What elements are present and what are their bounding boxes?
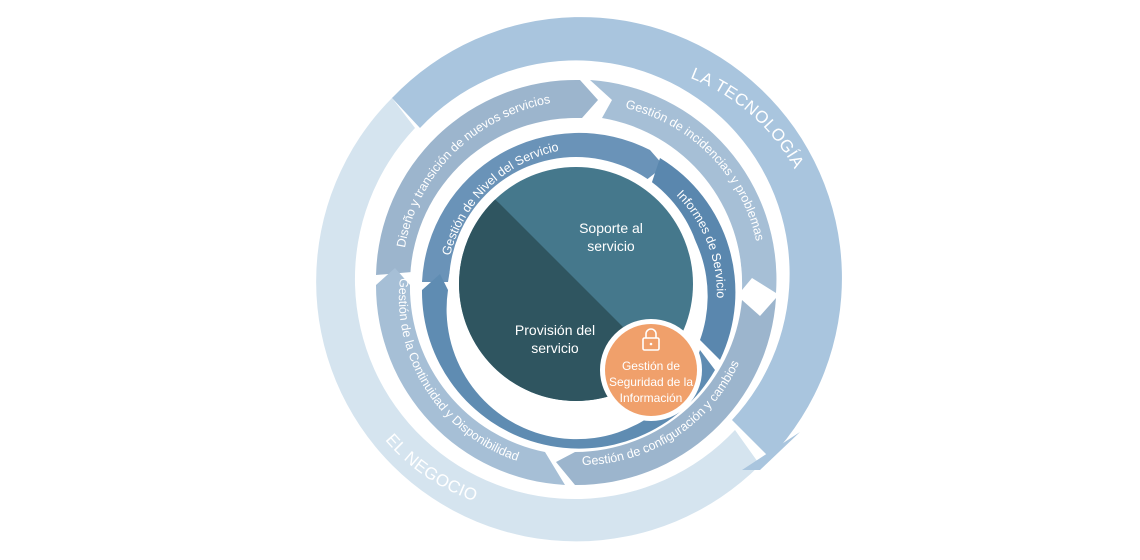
badge-line1: Gestión de [622,359,680,373]
lock-icon [642,328,660,351]
soporte-label-1: Soporte al [579,220,643,236]
ring3-segment-configuracion [556,298,776,486]
badge-line2: Seguridad de la [609,375,693,389]
badge-line3: Información [620,391,683,405]
ring3 [375,79,777,486]
provision-label-1: Provisión del [515,322,595,338]
provision-label-2: servicio [531,340,579,356]
ring2-segment-informes [650,158,736,360]
outer-ring-business [316,98,760,542]
security-badge[interactable]: Gestión de Seguridad de la Información [600,319,702,421]
soporte-label-2: servicio [587,238,635,254]
outer-ring-technology [392,17,842,470]
ring3-segment-incidencias [590,80,777,293]
ring3-segment-diseno [376,79,598,275]
ring3-segment-continuidad [375,268,565,485]
